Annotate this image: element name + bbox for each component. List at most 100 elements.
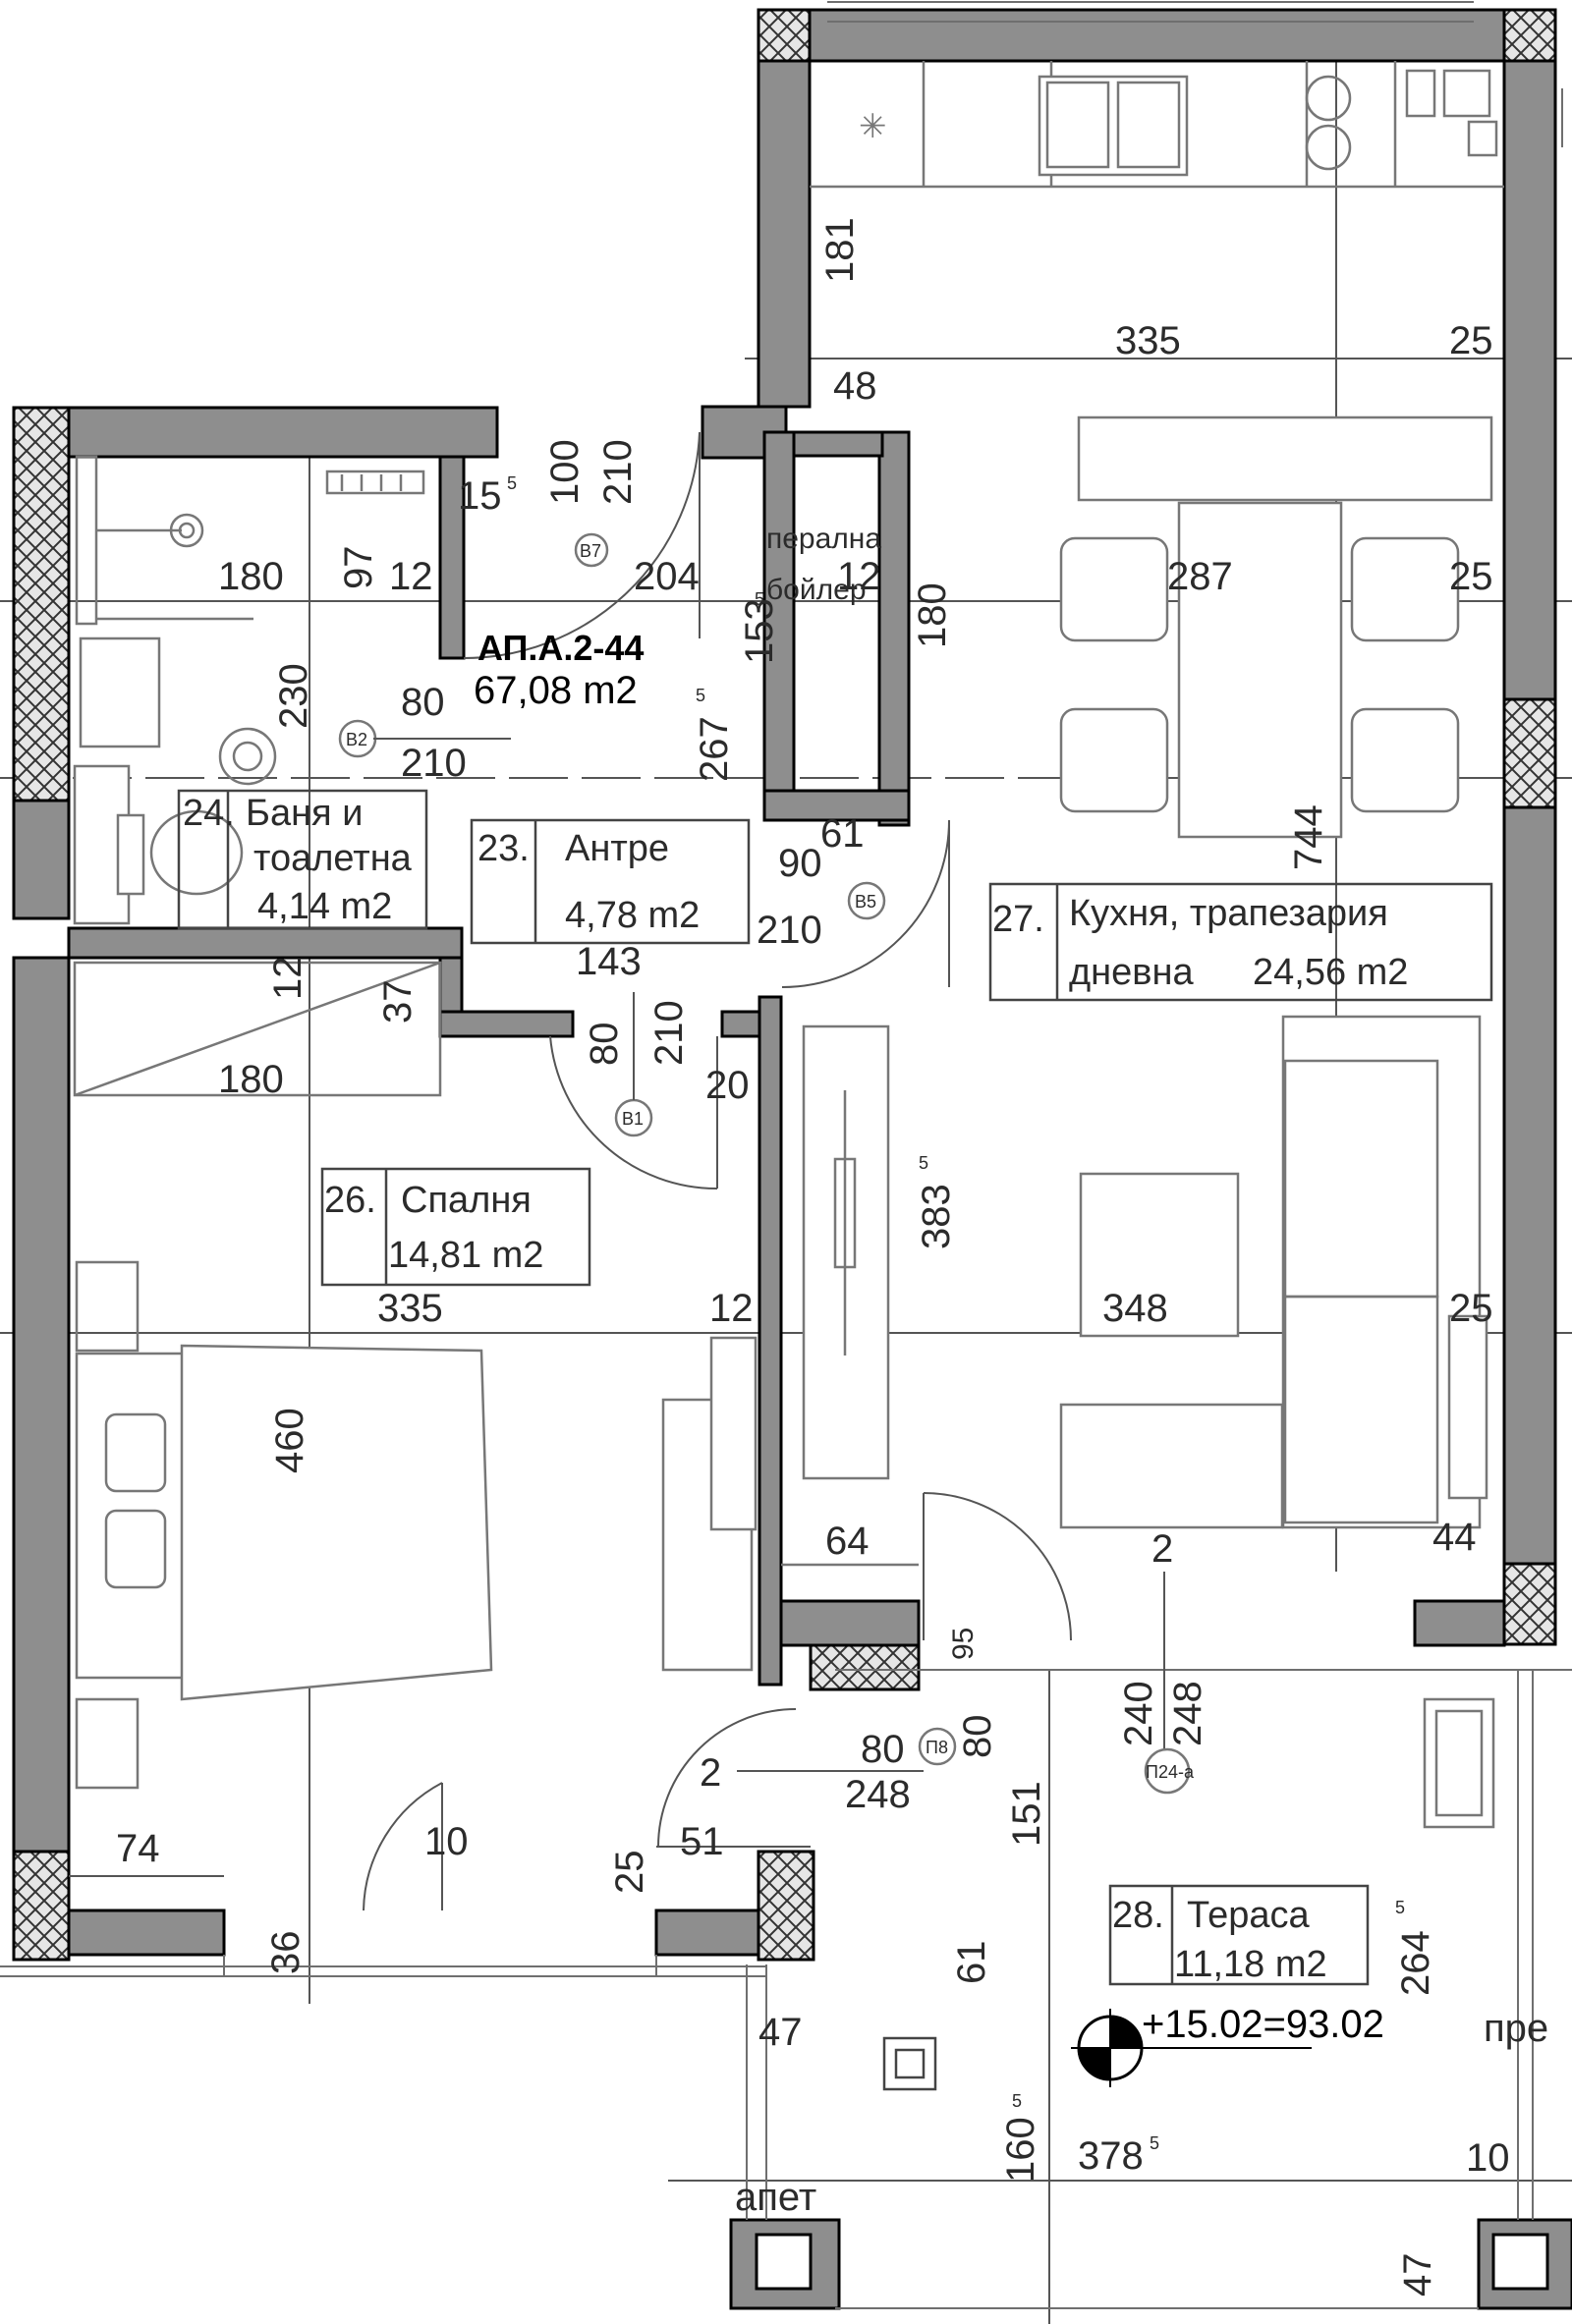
dim-2645-sup: 5 bbox=[1395, 1898, 1405, 1917]
dim-210-top: 210 bbox=[596, 439, 640, 505]
door-mark-b7: B7 bbox=[580, 541, 601, 561]
svg-text:✳: ✳ bbox=[859, 108, 887, 145]
door-mark-b1: B1 bbox=[622, 1109, 644, 1129]
dim-80-p8: 80 bbox=[861, 1728, 905, 1771]
dim-2675: 267 bbox=[693, 716, 736, 782]
dim-210-b5: 210 bbox=[757, 909, 822, 952]
dim-80-b2: 80 bbox=[401, 681, 445, 724]
dim-240: 240 bbox=[1117, 1681, 1160, 1746]
dim-44: 44 bbox=[1432, 1516, 1477, 1559]
room-area-bedroom: 14,81 m2 bbox=[388, 1235, 543, 1276]
dim-64: 64 bbox=[825, 1520, 870, 1563]
dim-90: 90 bbox=[778, 842, 822, 885]
room-area-bath: 4,14 m2 bbox=[257, 886, 392, 927]
dim-97: 97 bbox=[337, 546, 380, 590]
dim-20: 20 bbox=[705, 1064, 750, 1107]
dim-36: 36 bbox=[264, 1931, 308, 1975]
room-name-bath-1: Баня и bbox=[246, 793, 363, 834]
dim-95: 95 bbox=[947, 1628, 980, 1660]
room-number-terrace: 28. bbox=[1112, 1895, 1164, 1936]
walls bbox=[12, 8, 1572, 2310]
dim-210-b2: 210 bbox=[401, 742, 467, 785]
room-name-bath-2: тоалетна bbox=[253, 838, 413, 879]
dim-2-top: 2 bbox=[1151, 1527, 1173, 1571]
room-area-living: 24,56 m2 bbox=[1253, 952, 1408, 993]
dim-25-top: 25 bbox=[1449, 319, 1493, 362]
dim-12-bath: 12 bbox=[389, 555, 433, 598]
dim-2645: 264 bbox=[1394, 1930, 1437, 1996]
dim-10-terrace: 10 bbox=[1466, 2136, 1510, 2180]
room-area-antre: 4,78 m2 bbox=[565, 895, 700, 936]
dim-74: 74 bbox=[116, 1827, 160, 1870]
room-name-living-1: Кухня, трапезария bbox=[1069, 893, 1388, 934]
neighbor-right-label: пре bbox=[1484, 2007, 1548, 2050]
room-labels: АП.А.2-44 67,08 m2 23. Антре 4,78 m2 24.… bbox=[183, 628, 1408, 1985]
door-swings bbox=[363, 431, 1072, 1911]
dim-335-top: 335 bbox=[1115, 319, 1181, 362]
dim-1605-sup: 5 bbox=[1012, 2091, 1022, 2111]
room-number-antre: 23. bbox=[477, 828, 530, 869]
apartment-area: 67,08 m2 bbox=[474, 669, 638, 712]
door-mark-p8: П8 bbox=[926, 1738, 948, 1757]
room-name-terrace: Тераса bbox=[1187, 1895, 1310, 1936]
room-number-bath: 24. bbox=[183, 793, 235, 834]
room-name-living-2: дневна bbox=[1069, 952, 1194, 993]
boiler-label: бойлер bbox=[766, 574, 867, 606]
dim-1605: 160 bbox=[999, 2117, 1042, 2183]
dim-80-p8-v: 80 bbox=[956, 1715, 999, 1759]
room-number-living: 27. bbox=[992, 899, 1044, 940]
dim-25-bedroom: 25 bbox=[608, 1851, 651, 1895]
door-mark-p24a: П24-а bbox=[1146, 1762, 1195, 1782]
dim-1535: 153 bbox=[738, 598, 781, 664]
room-name-antre: Антре bbox=[565, 828, 669, 869]
dim-25-living: 25 bbox=[1449, 1287, 1493, 1330]
dim-12-lower: 12 bbox=[266, 957, 309, 1001]
dim-37: 37 bbox=[376, 980, 420, 1024]
dim-47-left: 47 bbox=[758, 2011, 803, 2054]
apartment-code: АП.А.2-44 bbox=[477, 628, 644, 668]
dim-348: 348 bbox=[1102, 1287, 1168, 1330]
dim-61-top: 61 bbox=[820, 812, 865, 856]
dim-180-bath: 180 bbox=[218, 555, 284, 598]
dim-210-b1: 210 bbox=[647, 1000, 691, 1066]
dim-335-bedroom: 335 bbox=[377, 1287, 443, 1330]
dim-12-closet: 12 bbox=[837, 555, 881, 598]
dim-151: 151 bbox=[1005, 1781, 1048, 1847]
dim-51: 51 bbox=[680, 1820, 724, 1863]
dim-155: 15 bbox=[458, 474, 502, 518]
dim-230: 230 bbox=[272, 663, 315, 729]
dim-47-bottom: 47 bbox=[1396, 2253, 1439, 2297]
dim-48: 48 bbox=[833, 364, 877, 408]
dim-3835-sup: 5 bbox=[919, 1153, 928, 1173]
dim-180-closet: 180 bbox=[911, 582, 954, 648]
dim-143: 143 bbox=[576, 940, 642, 983]
dim-3785: 378 bbox=[1078, 2134, 1144, 2178]
dim-61-terrace: 61 bbox=[950, 1941, 993, 1985]
neighbor-bottom-label: апет bbox=[735, 2176, 816, 2219]
dim-248-top: 248 bbox=[1166, 1681, 1209, 1746]
room-name-bedroom: Спалня bbox=[401, 1180, 532, 1221]
dim-1535-sup: 5 bbox=[755, 589, 764, 609]
dim-460: 460 bbox=[268, 1408, 311, 1473]
room-number-bedroom: 26. bbox=[324, 1180, 376, 1221]
dim-744: 744 bbox=[1287, 804, 1330, 870]
kitchen-furniture: ✳ bbox=[781, 61, 1504, 2091]
room-area-terrace: 11,18 m2 bbox=[1174, 1944, 1327, 1985]
dim-287: 287 bbox=[1167, 555, 1233, 598]
dim-155-sup: 5 bbox=[507, 473, 517, 493]
dim-2-door: 2 bbox=[700, 1751, 721, 1795]
dimension-labels: 181 335 25 48 100 210 15 5 180 97 12 204… bbox=[69, 217, 1510, 2296]
room-boxes bbox=[177, 789, 1493, 1986]
dim-204: 204 bbox=[634, 555, 700, 598]
dim-12-bedroom: 12 bbox=[709, 1287, 754, 1330]
dim-180-wardrobe: 180 bbox=[218, 1058, 284, 1101]
dim-100: 100 bbox=[543, 439, 587, 505]
bath-bedroom-furniture bbox=[73, 455, 758, 1790]
dim-80-b1: 80 bbox=[583, 1023, 626, 1067]
misc-labels: перална бойлер пре апет +15.02=93.02 bbox=[735, 523, 1548, 2219]
dim-10-bedroom: 10 bbox=[424, 1820, 469, 1863]
dim-248-p8: 248 bbox=[845, 1773, 911, 1816]
dim-3835: 383 bbox=[915, 1184, 958, 1249]
